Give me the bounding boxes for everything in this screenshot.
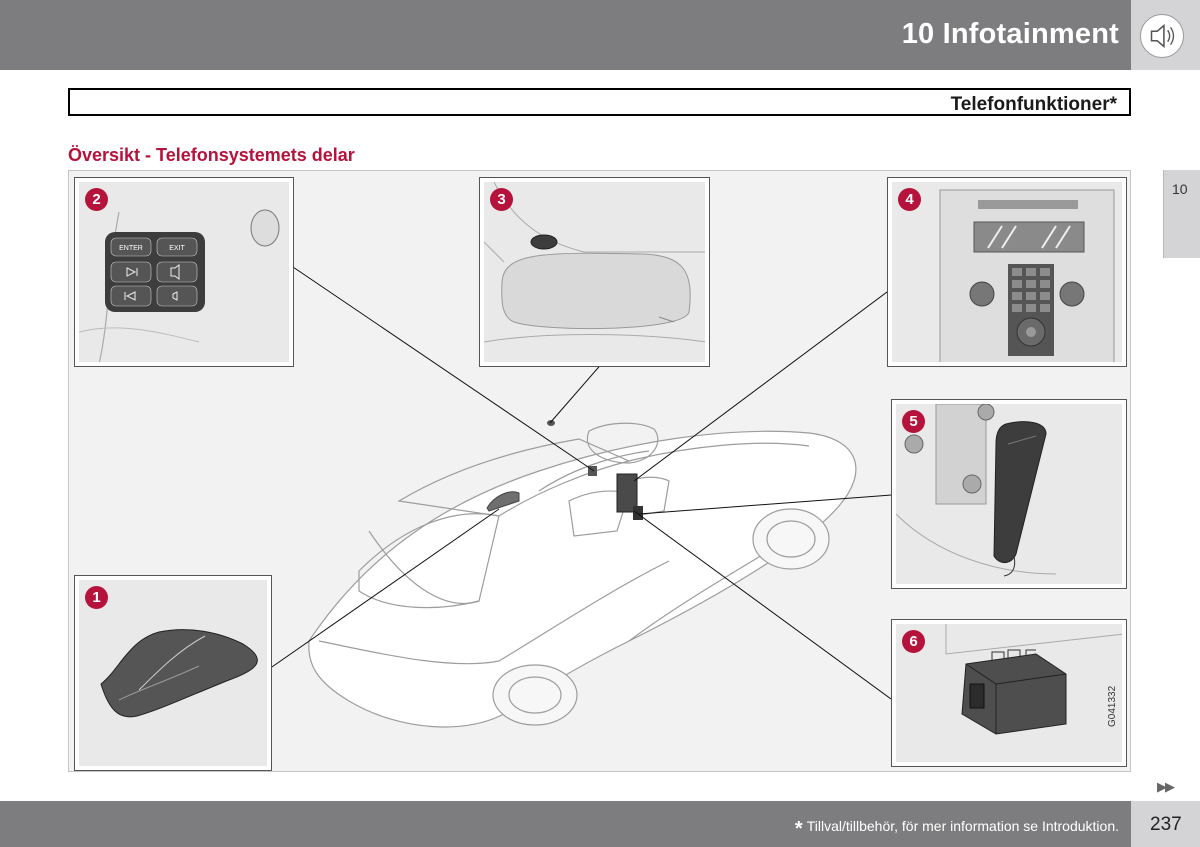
callout-badge-4: 4 — [898, 188, 921, 211]
section-title: Telefonfunktioner* — [950, 94, 1117, 115]
panel-center-console: 4 — [887, 177, 1127, 367]
callout-badge-3: 3 — [490, 188, 513, 211]
page-number-box — [1131, 801, 1200, 847]
callout-badge-5: 5 — [902, 410, 925, 433]
section-title-box: Telefonfunktioner* — [68, 88, 1131, 116]
phone-module-drawing — [945, 624, 1122, 735]
antenna-drawing — [100, 629, 258, 718]
speaker-icon — [1140, 14, 1184, 58]
callout-badge-6: 6 — [902, 630, 925, 653]
page-number: 237 — [1150, 814, 1182, 835]
phone-system-figure: 2 ENTER EXIT 3 — [68, 170, 1131, 772]
callout-badge-1: 1 — [85, 586, 108, 609]
chapter-header: 10 Infotainment — [0, 0, 1131, 70]
car-illustration — [268, 266, 892, 728]
exit-button-label: EXIT — [169, 245, 185, 252]
panel-phone-module: 6 — [891, 619, 1127, 767]
panel-antenna: 1 — [74, 575, 272, 771]
phone-holder-drawing — [896, 404, 1057, 577]
double-chevron-right-icon: ▶▶ — [1157, 779, 1175, 794]
footnote-text: Tillval/tillbehör, för mer information s… — [806, 818, 1119, 834]
sub-heading: Översikt - Telefonsystemets delar — [68, 145, 355, 165]
enter-button-label: ENTER — [119, 245, 143, 252]
footnote-star: * — [794, 818, 803, 840]
center-console-drawing — [939, 189, 1115, 362]
callout-badge-2: 2 — [85, 188, 108, 211]
panel-phone-holder: 5 — [891, 399, 1127, 589]
page-footer: *Tillval/tillbehör, för mer information … — [0, 801, 1131, 847]
panel-microphone: 3 — [479, 177, 710, 367]
footnote: *Tillval/tillbehör, för mer information … — [795, 818, 1119, 841]
microphone-drawing — [484, 182, 705, 343]
chapter-side-tab-label: 10 — [1172, 181, 1188, 197]
chapter-title: 10 Infotainment — [901, 18, 1119, 50]
panel-steering-wheel-buttons: 2 ENTER EXIT — [74, 177, 294, 367]
steering-buttons-drawing: ENTER EXIT — [79, 209, 280, 362]
figure-code: G041332 — [1107, 685, 1118, 727]
chapter-side-tab[interactable] — [1163, 170, 1200, 258]
